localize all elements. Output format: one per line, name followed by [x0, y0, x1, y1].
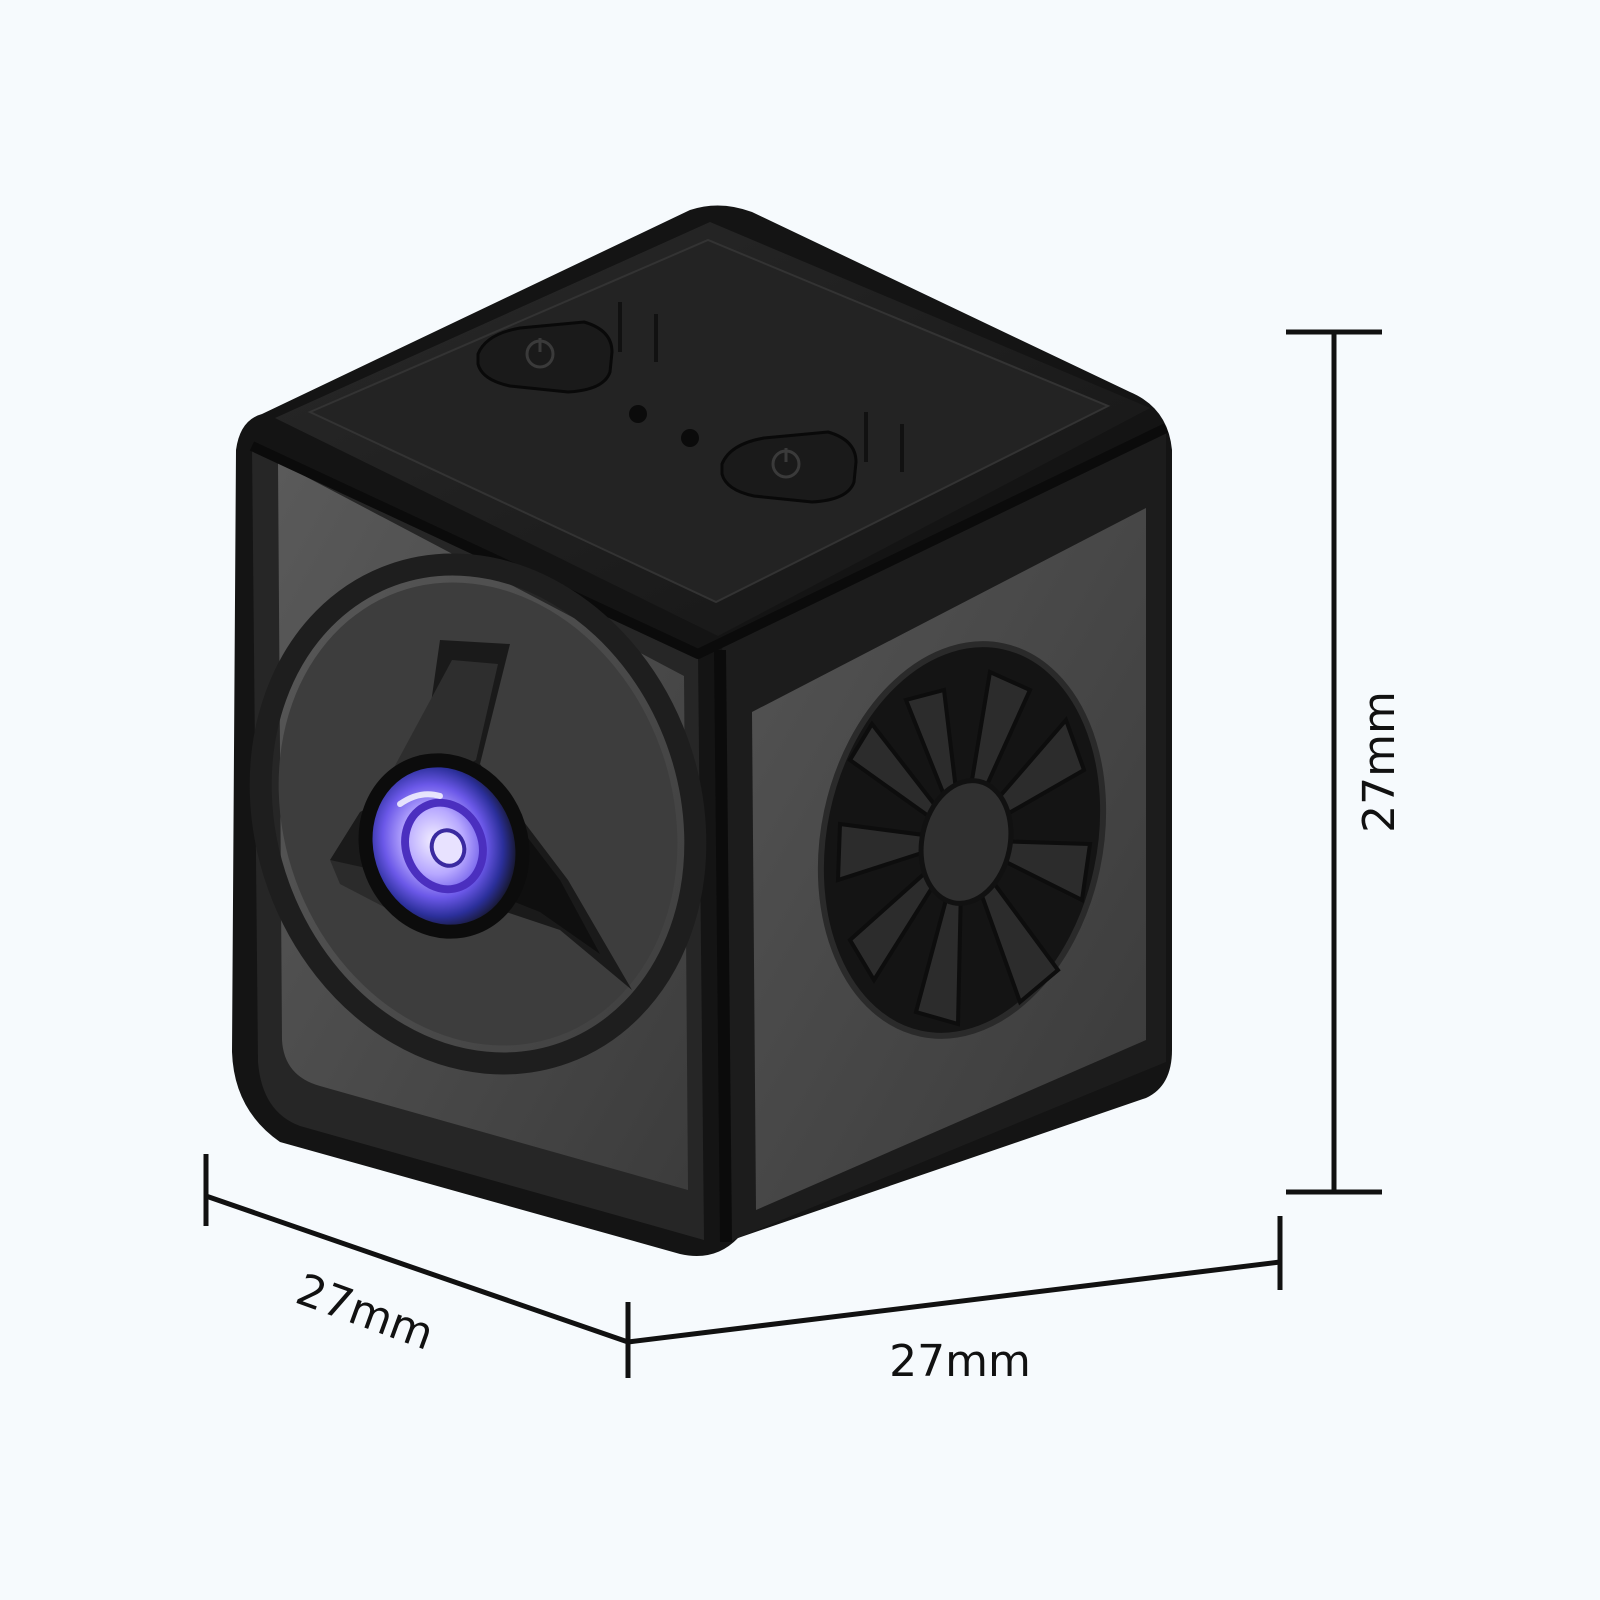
top-edge-line [249, 423, 1169, 659]
power-button[interactable] [476, 302, 658, 394]
indicator-light [629, 405, 647, 423]
width-dimension [627, 1216, 1283, 1345]
fan-icon [817, 641, 1107, 1039]
camera-lens-icon [358, 753, 530, 939]
power-button-icon [525, 338, 555, 369]
camera-cube [232, 205, 1172, 1256]
width-label: 27mm [889, 1336, 1031, 1387]
mode-button-icon [771, 448, 801, 479]
depth-label: 27mm [290, 1264, 441, 1360]
indicator-light [681, 429, 699, 447]
height-dimension [1286, 329, 1382, 1195]
mode-button[interactable] [720, 412, 904, 504]
height-label: 27mm [1354, 691, 1405, 833]
vertical-edge-line [714, 649, 732, 1243]
